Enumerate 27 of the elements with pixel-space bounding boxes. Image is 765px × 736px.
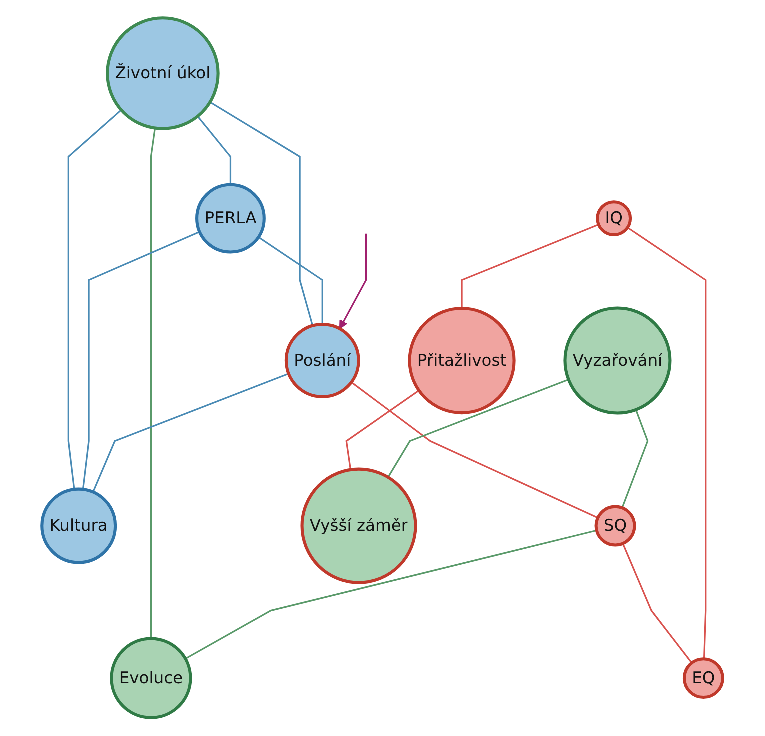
node-circle: Evoluce (110, 637, 192, 720)
connector (185, 530, 598, 660)
connector (461, 224, 600, 308)
connector (82, 231, 200, 490)
connector (622, 543, 693, 664)
connector (627, 227, 707, 660)
connector (346, 390, 420, 470)
connector (388, 378, 570, 478)
node-circle: PERLA (196, 183, 266, 254)
connector (258, 236, 324, 325)
node-circle: EQ (682, 658, 724, 700)
node-circle: Kultura (40, 488, 118, 564)
connector (150, 128, 156, 639)
node-circle: IQ (596, 200, 632, 237)
connector (68, 110, 122, 490)
arrow (339, 234, 368, 330)
connector (622, 410, 649, 508)
node-circle: Životní úkol (106, 16, 220, 130)
connector (92, 373, 290, 493)
connector (210, 102, 314, 326)
node-circle: Vyšší záměr (300, 468, 418, 584)
node-circle: Přitažlivost (408, 306, 516, 415)
connector (197, 116, 232, 185)
connector (351, 382, 598, 519)
node-circle: SQ (594, 505, 636, 547)
node-circle: Poslání (284, 323, 360, 398)
node-circle: Vyzařování (564, 306, 672, 415)
